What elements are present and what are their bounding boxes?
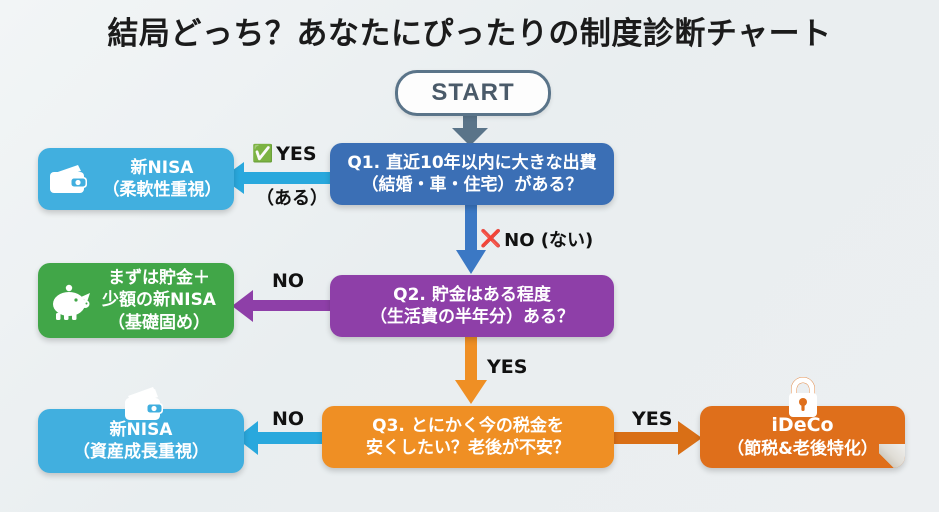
start-node[interactable]: START	[395, 70, 551, 116]
q1-line1: Q1. 直近10年以内に大きな出費	[347, 152, 597, 173]
savings-line2: 少額の新NISA	[102, 290, 216, 311]
wallet-icon	[50, 165, 87, 193]
edge-label-q1-no-text: NO (ない)	[504, 230, 594, 251]
nisa-flex-line1: 新NISA	[130, 157, 194, 178]
savings-line3: （基礎固め）	[107, 312, 210, 333]
nisa-flex-line2: （柔軟性重視）	[102, 180, 222, 200]
nisa-growth-line1: 新NISA	[109, 419, 173, 440]
question-box-q2[interactable]: Q2. 貯金はある程度 （生活費の半年分）ある？	[330, 275, 614, 337]
edge-label-q1-yes: ✅ YES	[252, 143, 317, 165]
piggy-bank-icon	[53, 284, 90, 320]
q2-line2: （生活費の半年分）ある？	[370, 307, 574, 327]
q3-line2: 安くしたい？老後が不安？	[366, 438, 570, 458]
edge-label-q1-no: ❌ NO (ない)	[480, 226, 593, 252]
q2-line1: Q2. 貯金はある程度	[393, 284, 551, 305]
cross-mark-icon: ❌	[480, 228, 502, 249]
arrow-q2-yes-to-q3	[455, 337, 487, 404]
arrow-q3-no-to-nisa-growth	[236, 421, 324, 455]
q3-line1: Q3. とにかく今の税金を	[372, 415, 564, 436]
edge-label-q3-yes: YES	[632, 408, 673, 430]
check-mark-icon: ✅	[252, 143, 274, 164]
savings-line1: まずは貯金＋	[107, 267, 210, 288]
start-label: START	[431, 79, 515, 106]
q1-line2: （結婚・車・住宅）がある？	[361, 175, 583, 195]
edge-label-q3-no: NO	[272, 408, 305, 430]
wallet-icon	[125, 387, 163, 420]
page-curl-decoration	[879, 444, 905, 468]
ideco-line1: iDeCo	[771, 414, 834, 437]
result-box-nisa-growth[interactable]: 新NISA （資産成長重視）	[38, 409, 244, 473]
edge-label-q1-yes-sub: （ある）	[256, 188, 328, 209]
edge-label-q1-yes-text: YES	[276, 143, 317, 165]
nisa-growth-line2: （資産成長重視）	[73, 442, 209, 462]
arrow-q2-no-to-savings	[232, 290, 331, 322]
edge-label-q2-yes: YES	[487, 356, 528, 378]
ideco-line2: （節税&老後特化）	[727, 439, 878, 460]
page-title: 結局どっち？あなたにぴったりの制度診断チャート	[107, 16, 832, 52]
lock-icon	[789, 377, 817, 417]
question-box-q1[interactable]: Q1. 直近10年以内に大きな出費 （結婚・車・住宅）がある？	[330, 143, 614, 205]
arrow-q1-no-to-q2	[456, 205, 486, 274]
edge-label-q2-no: NO	[272, 270, 305, 292]
result-box-nisa-flexible[interactable]: 新NISA （柔軟性重視）	[38, 148, 234, 210]
arrow-q3-yes-to-ideco	[614, 421, 702, 455]
question-box-q3[interactable]: Q3. とにかく今の税金を 安くしたい？老後が不安？	[322, 406, 614, 468]
